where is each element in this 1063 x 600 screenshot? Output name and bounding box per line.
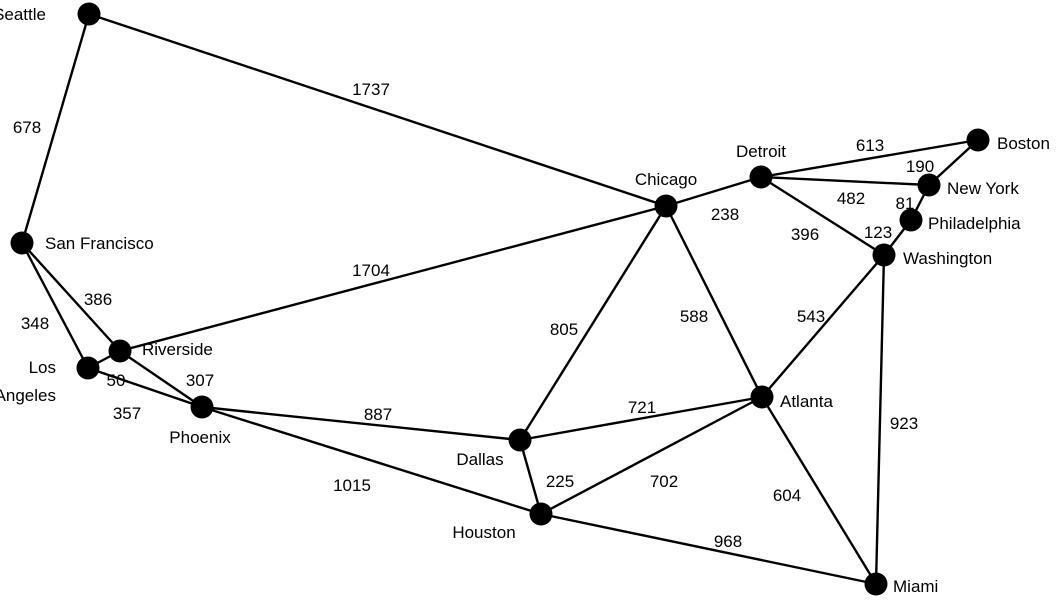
node-sanfrancisco: [10, 231, 34, 255]
edge-weight-dallas-houston: 225: [546, 472, 574, 491]
edge-washington-atlanta: [761, 254, 885, 398]
node-newyork: [917, 173, 941, 197]
edge-weights-layer: 678 1737 348 386 50 357 307 1704 887 1015 805 721 22…: [13, 80, 934, 551]
edge-weight-sanfrancisco-losangeles: 348: [21, 314, 49, 333]
edge-chicago-atlanta: [664, 205, 764, 398]
edge-riverside-phoenix: [119, 350, 203, 408]
node-label-newyork: New York: [947, 179, 1019, 198]
edge-chicago-detroit: [665, 175, 762, 208]
edge-weight-washington-miami: 923: [890, 414, 918, 433]
node-phoenix: [190, 395, 214, 419]
node-riverside: [108, 339, 132, 363]
edge-houston-miami: [540, 512, 877, 586]
edge-seattle-sanfrancisco: [20, 13, 91, 244]
edge-weight-detroit-boston: 613: [856, 136, 884, 155]
node-label-boston: Boston: [997, 134, 1050, 153]
edge-detroit-newyork: [760, 175, 930, 187]
node-label-detroit: Detroit: [736, 142, 786, 161]
edge-weight-phoenix-dallas: 887: [364, 405, 392, 424]
edge-weight-losangeles-phoenix: 357: [113, 404, 141, 423]
node-label-washington: Washington: [903, 249, 992, 268]
node-label-chicago: Chicago: [635, 170, 697, 189]
node-label-atlanta: Atlanta: [780, 392, 833, 411]
node-dallas: [508, 428, 532, 452]
node-label-seattle: Seattle: [0, 5, 46, 24]
edge-houston-atlanta: [540, 395, 763, 516]
edge-weight-boston-newyork: 190: [906, 157, 934, 176]
node-losangeles: [76, 356, 100, 380]
node-label-riverside: Riverside: [142, 340, 213, 359]
edge-weight-dallas-atlanta: 721: [628, 398, 656, 417]
node-chicago: [654, 194, 678, 218]
edge-weight-riverside-phoenix: 307: [186, 371, 214, 390]
edge-weight-dallas-chicago: 805: [550, 320, 578, 339]
node-label-philadelphia: Philadelphia: [928, 214, 1021, 233]
edge-atlanta-miami: [760, 396, 878, 585]
edge-weight-detroit-newyork: 482: [837, 189, 865, 208]
edge-weight-newyork-philadelphia: 81: [896, 194, 915, 213]
edges-layer: [20, 12, 979, 586]
edge-sanfrancisco-riverside: [21, 242, 121, 352]
node-boston: [966, 128, 990, 152]
node-detroit: [749, 165, 773, 189]
node-philadelphia: [899, 208, 923, 232]
edge-weight-sanfrancisco-riverside: 386: [84, 290, 112, 309]
edge-weight-seattle-sanfrancisco: 678: [13, 118, 41, 137]
edge-weight-chicago-detroit: 238: [711, 205, 739, 224]
node-labels-layer: SeattleSan FranciscoLosAngelesRiversideP…: [0, 5, 1050, 596]
edge-weight-losangeles-riverside: 50: [107, 371, 126, 390]
edge-weight-seattle-chicago: 1737: [352, 80, 390, 99]
node-miami: [864, 572, 888, 596]
edge-weight-houston-atlanta: 702: [650, 472, 678, 491]
edge-washington-miami: [874, 254, 886, 585]
edge-riverside-chicago: [119, 204, 667, 353]
edge-phoenix-houston: [201, 405, 542, 516]
edge-weight-atlanta-miami: 604: [773, 486, 801, 505]
node-label-dallas: Dallas: [456, 450, 503, 469]
edge-weight-phoenix-houston: 1015: [333, 476, 371, 495]
edge-dallas-houston: [518, 439, 543, 515]
edge-dallas-chicago: [518, 205, 668, 441]
edge-dallas-atlanta: [519, 395, 763, 442]
node-label-houston: Houston: [452, 523, 515, 542]
node-washington: [872, 243, 896, 267]
node-houston: [529, 502, 553, 526]
edge-weight-washington-atlanta: 543: [797, 307, 825, 326]
edge-weight-houston-miami: 968: [714, 532, 742, 551]
edge-losangeles-phoenix: [87, 366, 203, 409]
edge-weight-chicago-atlanta: 588: [680, 307, 708, 326]
nodes-layer: [10, 2, 990, 596]
edge-weight-philadelphia-washington: 123: [864, 223, 892, 242]
edge-weight-riverside-chicago: 1704: [352, 261, 390, 280]
edge-phoenix-dallas: [201, 405, 521, 442]
edge-sanfrancisco-losangeles: [20, 242, 90, 369]
edge-weight-detroit-washington: 396: [791, 225, 819, 244]
node-label-sanfrancisco: San Francisco: [45, 234, 154, 253]
node-atlanta: [750, 385, 774, 409]
node-label-phoenix: Phoenix: [169, 428, 231, 447]
node-seattle: [77, 2, 101, 26]
edge-seattle-chicago: [88, 12, 667, 208]
node-label-miami: Miami: [893, 577, 938, 596]
edge-detroit-washington: [760, 175, 885, 257]
edge-detroit-boston: [760, 138, 979, 179]
